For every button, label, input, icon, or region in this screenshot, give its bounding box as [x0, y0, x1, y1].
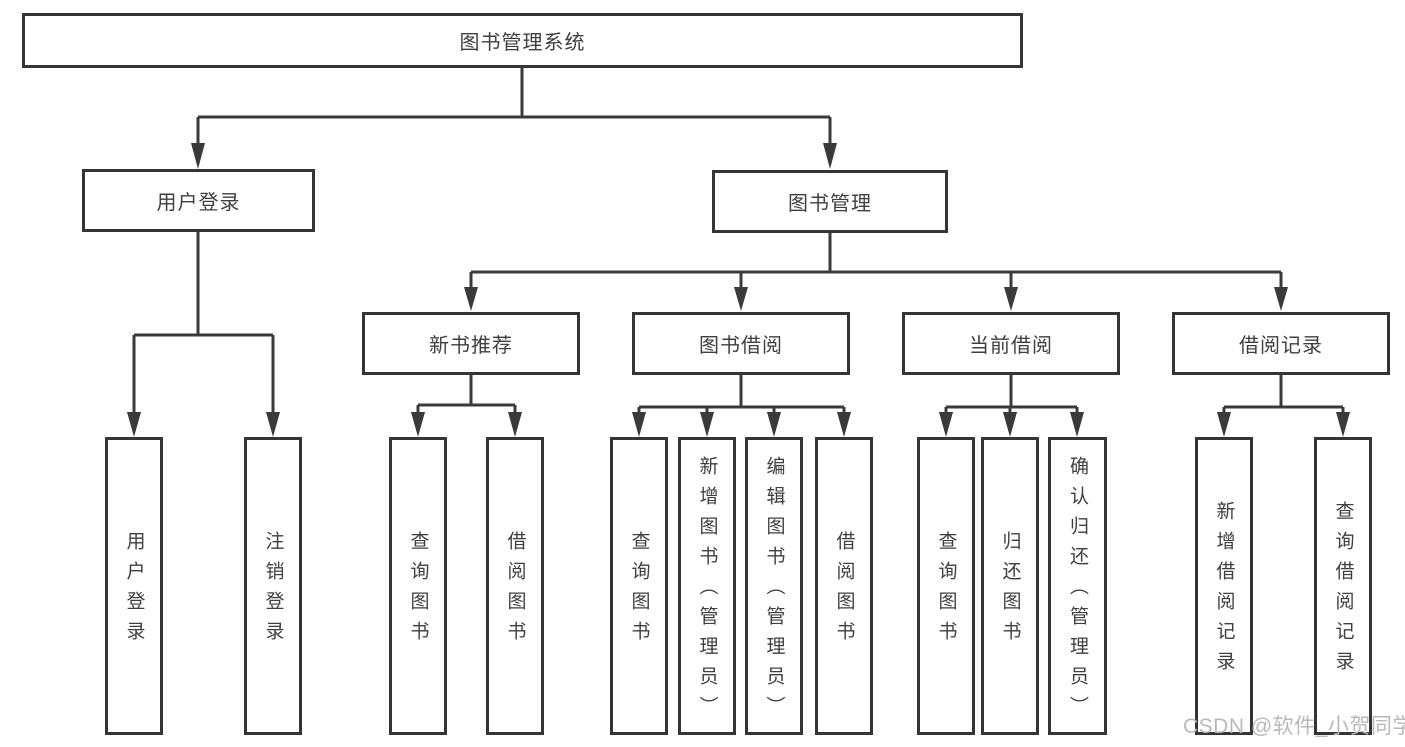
- arrowhead-icon: [508, 412, 522, 437]
- connector-book-borrow: [637, 375, 846, 415]
- arrowhead-icon: [411, 412, 425, 437]
- arrowhead-icon: [700, 412, 714, 437]
- arrowhead-icon: [127, 412, 141, 437]
- connector-book-management: [469, 233, 1283, 289]
- connector-borrow-records: [1222, 375, 1345, 415]
- leaf-borrow-books: 借阅图书: [815, 437, 873, 735]
- node-root: 图书管理系统: [22, 13, 1023, 68]
- connector-root: [196, 68, 832, 146]
- node-borrow-records: 借阅记录: [1172, 312, 1390, 375]
- arrowhead-icon: [734, 287, 748, 311]
- leaf-confirm-return-admin: 确认归还（管理员）: [1048, 437, 1107, 735]
- arrowhead-icon: [1336, 412, 1350, 437]
- connector-current-borrow: [944, 375, 1079, 415]
- leaf-add-borrow-record: 新增借阅记录: [1195, 437, 1253, 735]
- leaf-query-books-current: 查询图书: [917, 437, 975, 735]
- leaf-query-books-borrow: 查询图书: [610, 437, 668, 735]
- arrowhead-icon: [767, 412, 781, 437]
- arrowhead-icon: [191, 143, 205, 169]
- leaf-user-login: 用户登录: [105, 437, 163, 735]
- arrowhead-icon: [1274, 287, 1288, 311]
- node-book-management: 图书管理: [712, 170, 948, 233]
- node-user-login: 用户登录: [82, 169, 315, 232]
- connector-new-book: [416, 375, 517, 415]
- arrowhead-icon: [1003, 412, 1017, 437]
- leaf-add-book-admin: 新增图书（管理员）: [678, 437, 736, 735]
- leaf-query-borrow-record: 查询借阅记录: [1314, 437, 1372, 735]
- arrowhead-icon: [464, 287, 478, 311]
- arrowhead-icon: [266, 412, 280, 437]
- node-book-borrow: 图书借阅: [632, 312, 850, 375]
- arrowheads: [127, 143, 1350, 437]
- csdn-watermark: CSDN @软件_小贺同学: [1183, 715, 1405, 738]
- leaf-edit-book-admin: 编辑图书（管理员）: [745, 437, 803, 735]
- arrowhead-icon: [1004, 287, 1018, 311]
- leaf-return-book: 归还图书: [981, 437, 1039, 735]
- node-current-borrow: 当前借阅: [902, 312, 1120, 375]
- leaf-query-books-recommend: 查询图书: [389, 437, 447, 735]
- arrowhead-icon: [939, 412, 953, 437]
- node-new-book-recommend: 新书推荐: [362, 312, 580, 375]
- arrowhead-icon: [1217, 412, 1231, 437]
- arrowhead-icon: [632, 412, 646, 437]
- connector-user-login: [132, 232, 275, 414]
- arrowhead-icon: [823, 143, 837, 169]
- arrowhead-icon: [1070, 412, 1084, 437]
- leaf-borrow-books-recommend: 借阅图书: [486, 437, 544, 735]
- arrowhead-icon: [837, 412, 851, 437]
- leaf-logout: 注销登录: [244, 437, 302, 735]
